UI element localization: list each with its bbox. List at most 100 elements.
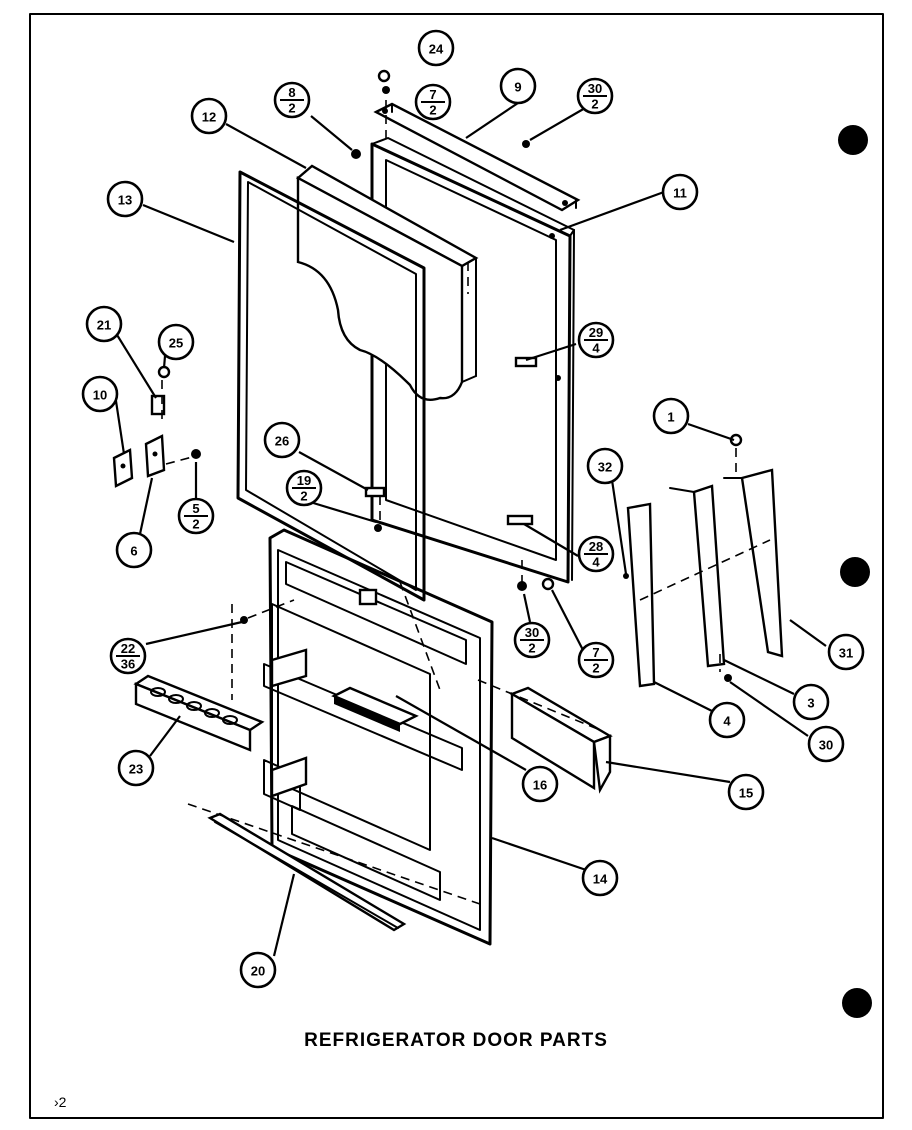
callout-c15: 15 (727, 773, 765, 811)
part-hinge (112, 394, 166, 488)
callout-circle (499, 67, 537, 105)
callout-number: 19 (297, 473, 311, 488)
callout-quantity: 4 (592, 341, 600, 356)
callout-number: 31 (839, 646, 853, 661)
callout-number: 8 (288, 85, 295, 100)
callout-circle (652, 397, 690, 435)
callout-number: 22 (121, 641, 135, 656)
callout-number: 5 (192, 501, 199, 516)
callout-circle (417, 29, 455, 67)
callout-number: 1 (667, 410, 674, 425)
page-number-text: 2 (58, 1094, 67, 1110)
callout-circle (792, 683, 830, 721)
callout-quantity: 4 (592, 555, 600, 570)
part-outer-door-panel (370, 137, 575, 584)
callout-quantity: 2 (192, 517, 199, 532)
callout-layer: 1345267272829101112131415161922021223623… (81, 29, 865, 989)
callout-number: 7 (429, 87, 436, 102)
callout-c7a: 72 (414, 83, 452, 121)
callout-c9: 9 (499, 67, 537, 105)
callout-circle (586, 447, 624, 485)
callout-circle (521, 765, 559, 803)
callout-c21: 21 (85, 305, 123, 343)
callout-c4: 4 (708, 701, 746, 739)
callout-number: 7 (592, 645, 599, 660)
callout-c29: 294 (577, 321, 615, 359)
part-inner-liner (263, 528, 494, 946)
callout-circle (661, 173, 699, 211)
callout-circle (708, 701, 746, 739)
fasteners (157, 69, 743, 682)
callout-quantity: 36 (121, 657, 135, 672)
callout-circle (239, 951, 277, 989)
callout-c25: 25 (157, 323, 195, 361)
callout-c3: 3 (792, 683, 830, 721)
callout-number: 30 (819, 738, 833, 753)
callout-circle (807, 725, 845, 763)
page-number-prefix: › (54, 1094, 59, 1110)
callout-circle (727, 773, 765, 811)
page-number: ›2 (54, 1094, 66, 1110)
callout-circle (190, 97, 228, 135)
callout-c24: 24 (417, 29, 455, 67)
callout-c11: 11 (661, 173, 699, 211)
callout-number: 6 (130, 544, 137, 559)
callout-number: 30 (525, 625, 539, 640)
callout-circle (115, 531, 153, 569)
callout-c26: 26 (263, 421, 301, 459)
callout-quantity: 2 (591, 97, 598, 112)
callout-number: 21 (97, 318, 111, 333)
callout-number: 3 (807, 696, 814, 711)
page-border (29, 13, 884, 1119)
part-lower-shield (509, 686, 613, 794)
alignment-lines (161, 100, 771, 905)
callout-circle (827, 633, 865, 671)
callout-number: 10 (93, 388, 107, 403)
callout-c1: 1 (652, 397, 690, 435)
part-bottom-trim (207, 812, 407, 932)
callout-circle (106, 180, 144, 218)
diagram-caption: REFRIGERATOR DOOR PARTS (304, 1030, 608, 1051)
callout-number: 29 (589, 325, 603, 340)
callout-number: 24 (429, 42, 444, 57)
binder-hole-bottom (842, 988, 872, 1018)
callout-quantity: 2 (300, 489, 307, 504)
callout-number: 15 (739, 786, 753, 801)
callout-number: 16 (533, 778, 547, 793)
callout-c31: 31 (827, 633, 865, 671)
callout-number: 20 (251, 964, 265, 979)
callout-circle (263, 421, 301, 459)
callout-c19: 192 (285, 469, 323, 507)
callout-number: 26 (275, 434, 289, 449)
callout-number: 4 (723, 714, 731, 729)
leader-lines (113, 102, 827, 957)
callout-c13: 13 (106, 180, 144, 218)
callout-number: 23 (129, 762, 143, 777)
callout-number: 13 (118, 193, 132, 208)
callout-circle (117, 749, 155, 787)
callout-c16: 16 (521, 765, 559, 803)
callout-c23: 23 (117, 749, 155, 787)
callout-quantity: 2 (528, 641, 535, 656)
part-insulation-block (295, 164, 479, 402)
callout-c7b: 72 (577, 641, 615, 679)
callout-c30b: 302 (513, 621, 551, 659)
callout-number: 32 (598, 460, 612, 475)
callout-number: 14 (593, 872, 608, 887)
part-vertical-bracket-31 (723, 468, 784, 658)
callout-quantity: 2 (288, 101, 295, 116)
callout-number: 30 (588, 81, 602, 96)
callout-c32: 32 (586, 447, 624, 485)
callout-number: 11 (673, 186, 687, 201)
callout-c10: 10 (81, 375, 119, 413)
callout-quantity: 2 (429, 103, 436, 118)
callout-c14: 14 (581, 859, 619, 897)
callout-circle (81, 375, 119, 413)
binder-hole-top (838, 125, 868, 155)
callout-number: 25 (169, 336, 183, 351)
callout-c8: 82 (273, 81, 311, 119)
part-egg-tray (133, 674, 265, 752)
